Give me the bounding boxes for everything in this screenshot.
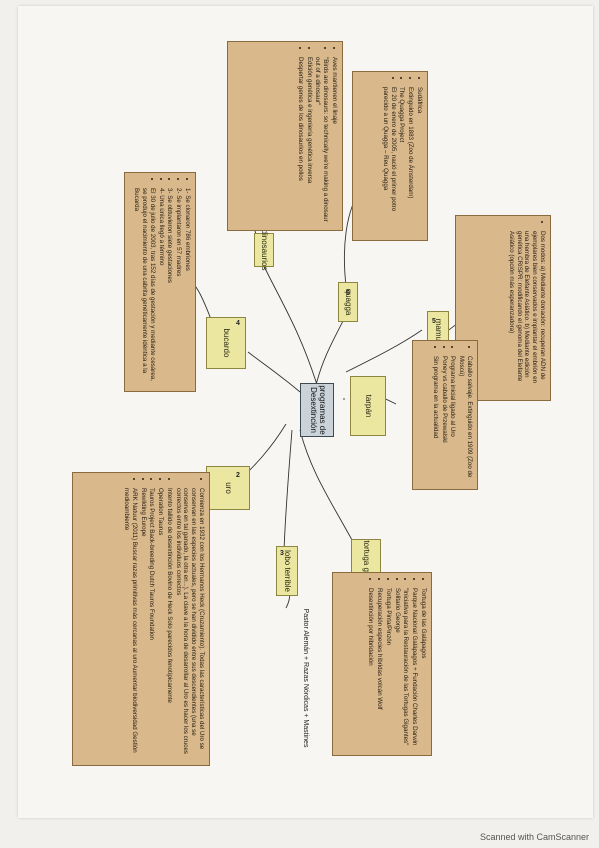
note-tortuga-item: Tortuga de las Galápagos (419, 588, 427, 749)
branch-quagga-number: 6 (346, 290, 350, 297)
note-tortuga-item: Tortuga Pinta/Pinzón (384, 588, 392, 749)
note-tortuga-item: Desextinción por hibridación (367, 588, 375, 749)
note-dinosaurios: Aves mantienen el linaje "Birds are dino… (227, 41, 343, 231)
note-uro-item: Intento fallido de desextinción Bovino d… (165, 488, 173, 759)
note-bucardo: 1- Se clonaron 786 embriones 2- Se impla… (124, 172, 196, 392)
note-tortuga-item: Solitario George (393, 588, 401, 749)
branch-bucardo-number: 4 (236, 320, 240, 327)
note-quagga-item: Extinguido en 1883 (Zoo de Ámsterdam) (407, 87, 414, 234)
note-tortuga-item: "Iniciativa para la Restauración de las … (402, 588, 410, 749)
scanner-watermark: Scanned with CamScanner (479, 832, 589, 842)
note-bucardo-item: 4- Una única llegó a término (157, 188, 165, 385)
note-uro-item: Rewilding Europe (139, 488, 147, 759)
note-tarpan-item: Poney vs caballo de Przewalski (440, 356, 448, 483)
note-bucardo-item: El 30 de julio de 2003, tras 152 días de… (133, 188, 157, 385)
connector-lobo (283, 429, 293, 553)
note-quagga: Sudáfrica Extinguido en 1883 (Zoo de Áms… (352, 71, 428, 241)
center-node: programas de Desextinción (300, 383, 334, 437)
branch-tarpan-label: tarpán (364, 394, 374, 418)
note-quagga-item: Sudáfrica (415, 87, 423, 234)
note-uro-item: Tauros Project Back-breeding Dutch Tauro… (148, 488, 156, 759)
note-uro: Comienza en 1932 con los Hermanos Heck (… (72, 472, 210, 766)
note-tarpan-item: Programa inicial ligado al Uro (449, 356, 457, 483)
branch-uro-label: uro (224, 482, 234, 494)
note-tarpan-item: Sin programa en la actualidad (431, 356, 439, 483)
branch-tarpan: tarpán (350, 376, 386, 436)
note-dinosaurios-item: "Birds are dinosaurs: so technically we'… (314, 57, 330, 224)
connector-mamut (345, 329, 423, 373)
branch-quagga: quagga (338, 282, 358, 322)
note-dinosaurios-item: Edición genética e ingeniería genética i… (305, 57, 313, 224)
branch-bucardo: bucardo (206, 317, 246, 369)
connector-bucardo (247, 351, 301, 393)
note-lobo: Pastor Alemán + Razas Nórdicas + Mastine… (297, 593, 309, 763)
connector-tortuga (299, 429, 353, 541)
note-uro-item: ARK Natuur (2011) Buscar razas primitiva… (123, 488, 138, 759)
note-dinosaurios-item: Despertar genes de los dinosaurios en po… (296, 57, 304, 224)
note-bucardo-item: 3- Se obtuvieron siete gestaciones (166, 188, 174, 385)
note-quagga-item: El 20 de enero de 2005, nació el primer … (381, 87, 397, 234)
branch-mamut-number: 5 (432, 318, 436, 325)
branch-bucardo-label: bucardo (222, 328, 232, 358)
note-uro-item: Operation Taurus (157, 488, 164, 759)
connector-dinosaurios (261, 261, 319, 389)
note-dinosaurios-item: Aves mantienen el linaje (330, 57, 338, 224)
note-mamut-item: Dos modos: a) Mediante donación: recuper… (507, 231, 546, 394)
note-quagga-item: The Quagga Project (398, 87, 406, 234)
branch-dinosaurios: dinosaurios (254, 230, 274, 270)
note-uro-item: Comienza en 1932 con los Hermanos Heck (… (174, 488, 205, 759)
branch-dinosaurios-label: dinosaurios (260, 229, 270, 271)
note-lobo-text: Pastor Alemán + Razas Nórdicas + Mastine… (302, 608, 309, 748)
branch-uro-number: 2 (236, 472, 240, 479)
note-tortuga-item: Recuperación especies híbridas volcán Wo… (376, 588, 383, 749)
note-tarpan: Caballo salvaje. Extinguido en 1909 (Zoo… (412, 340, 478, 490)
note-bucardo-item: 1- Se clonaron 786 embriones (183, 188, 191, 385)
note-bucardo-item: 2- Se implantaron en 57 madres (175, 188, 182, 385)
note-tortuga: Tortuga de las Galápagos Parque Nacional… (332, 572, 432, 756)
center-node-label: programas de Desextinción (309, 385, 327, 435)
note-tortuga-item: Parque Nacional Galápagos + Fundación Ch… (411, 588, 418, 749)
note-tarpan-item: Caballo salvaje. Extinguido en 1909 (Zoo… (458, 356, 473, 483)
branch-uro: uro (206, 466, 250, 510)
branch-lobo-number: 3 (280, 550, 284, 557)
